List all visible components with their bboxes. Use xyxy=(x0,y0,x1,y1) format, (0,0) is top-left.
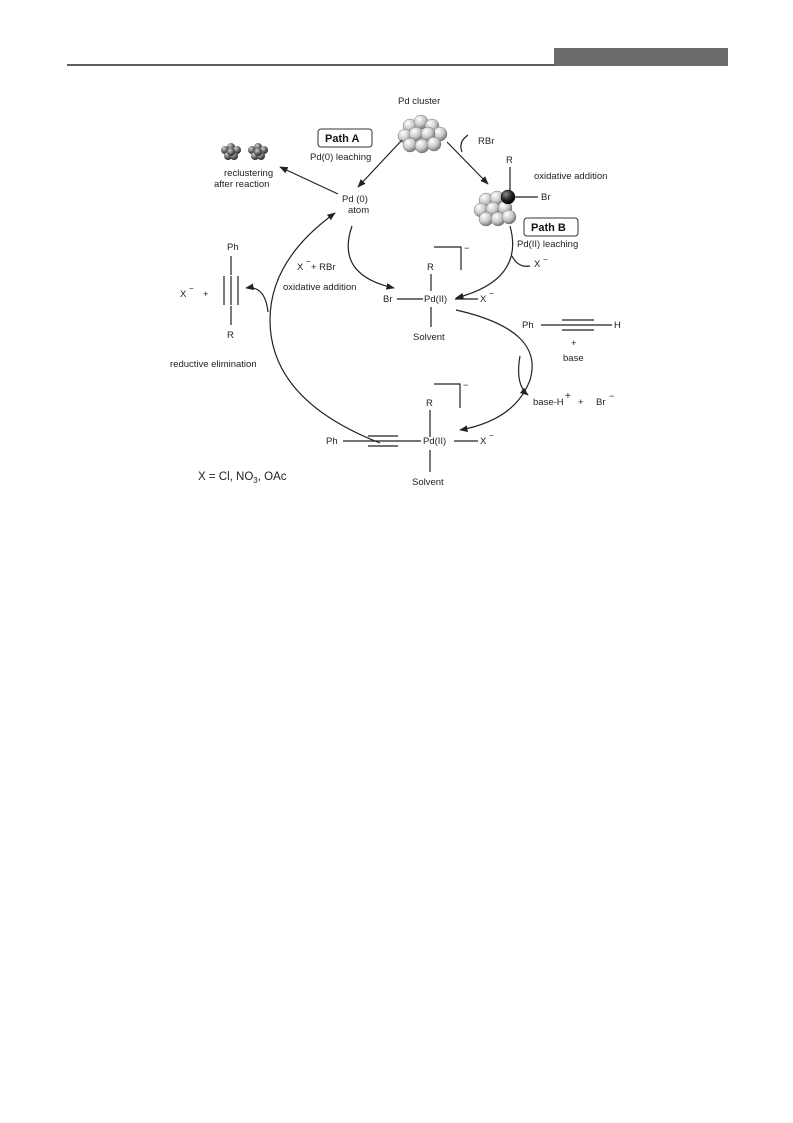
br-minus-charge: − xyxy=(609,391,614,401)
x-minus-left-charge: − xyxy=(189,284,194,293)
base-label: base xyxy=(563,353,584,364)
c2-bracket xyxy=(434,383,461,408)
x-minus-right-label: X xyxy=(534,259,541,270)
c1-r-label: R xyxy=(427,262,434,273)
x-minus-left-label: X xyxy=(180,289,187,300)
path-b-box xyxy=(523,217,579,237)
x-minus-rbr-charge: − xyxy=(306,257,311,266)
arrow-oxadd-to-complex1 xyxy=(455,225,514,300)
oxidative-addition-right-label: oxidative addition xyxy=(534,171,607,182)
arrow-reductive-elimination-product xyxy=(245,283,269,313)
c1-br-label: Br xyxy=(383,294,393,305)
pd0-atom-line2: atom xyxy=(348,205,369,216)
header-rule xyxy=(67,64,555,66)
path-a-label: Path A xyxy=(325,133,359,145)
c2-solvent-label: Solvent xyxy=(412,477,444,488)
plus-left-label: + xyxy=(203,289,209,300)
arrow-complex1-to-complex2 xyxy=(455,309,533,432)
x-minus-right-charge: − xyxy=(543,255,548,264)
c1-pd-label: Pd(II) xyxy=(424,294,447,305)
arrow-cluster-to-oxadd-cluster xyxy=(446,141,489,185)
c2-ph-label: Ph xyxy=(326,436,338,447)
c1-solvent-label: Solvent xyxy=(413,332,445,343)
path-a-box xyxy=(317,128,373,148)
oxidative-addition-left-label: oxidative addition xyxy=(283,282,356,293)
alkyne-ph-label: Ph xyxy=(522,320,534,331)
after-reaction-label: after reaction xyxy=(214,179,269,190)
reclustering-label: reclustering xyxy=(224,168,273,179)
rbr-top-label: RBr xyxy=(478,136,494,147)
reductive-elimination-label: reductive elimination xyxy=(170,359,257,370)
arrow-pd0-to-reclustering xyxy=(279,166,339,195)
c2-x-charge: − xyxy=(489,431,494,440)
br-minus-label: Br xyxy=(596,397,606,408)
pd-cluster-icon xyxy=(397,114,448,154)
x-minus-release-curve xyxy=(511,255,531,267)
header-bar xyxy=(554,48,728,66)
plus-br-label: + xyxy=(578,397,584,408)
pd0-atom-line1: Pd (0) xyxy=(342,194,368,205)
x-definition: X = Cl, NO3, OAc xyxy=(198,471,287,485)
c2-x-label: X xyxy=(480,436,487,447)
plus-rbr-label: + RBr xyxy=(311,262,336,273)
pd2-leaching-label: Pd(II) leaching xyxy=(517,239,578,250)
arrow-cluster-to-pd0 xyxy=(357,139,403,188)
c1-bracket-charge: − xyxy=(464,243,469,253)
c2-bracket-charge: − xyxy=(463,380,468,390)
c2-r-label: R xyxy=(426,398,433,409)
c1-x-label: X xyxy=(480,294,487,305)
x-minus-rbr-label: X xyxy=(297,262,304,273)
br-cluster-label: Br xyxy=(541,192,551,203)
c1-x-charge: − xyxy=(489,289,494,298)
arrow-complex2-to-pd0 xyxy=(269,212,381,444)
oxadd-cluster-icon xyxy=(473,189,517,227)
arrow-base-h-release xyxy=(518,355,529,396)
r-cluster-label: R xyxy=(506,155,513,166)
c2-pd-label: Pd(II) xyxy=(423,436,446,447)
alkyne-h-label: H xyxy=(614,320,621,331)
r-alkyne-bottom-label: R xyxy=(227,330,234,341)
pd-cluster-label: Pd cluster xyxy=(398,96,440,107)
reclustered-clusters-icon xyxy=(221,143,268,160)
plus-base-label: + xyxy=(571,338,577,349)
rbr-curve xyxy=(460,134,469,153)
ph-top-label: Ph xyxy=(227,242,239,253)
path-b-label: Path B xyxy=(531,222,566,234)
pd0-leaching-label: Pd(0) leaching xyxy=(310,152,371,163)
base-h-label: base-H xyxy=(533,397,564,408)
base-h-charge: + xyxy=(565,391,571,402)
arrow-pd0-to-complex1 xyxy=(347,225,395,290)
c1-bracket xyxy=(434,246,462,270)
